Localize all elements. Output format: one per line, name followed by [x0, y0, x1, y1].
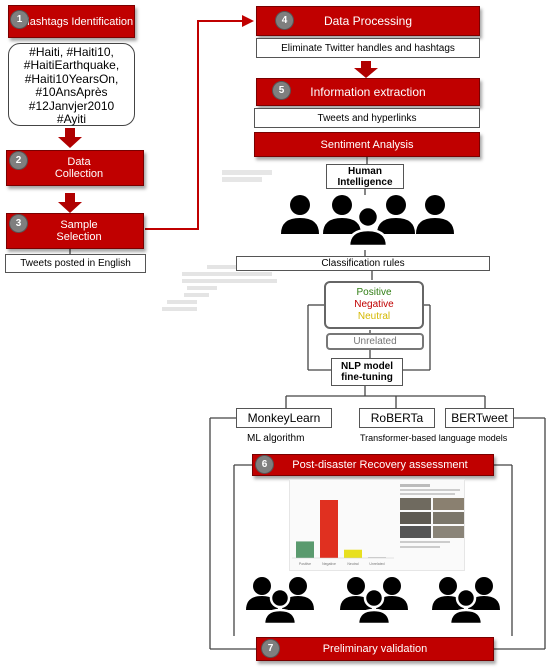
step-data-processing: Data Processing	[256, 6, 480, 36]
faint-ghost-text	[162, 262, 302, 342]
sentiment-negative: Negative	[354, 299, 394, 310]
hashtag-line: #Ayiti	[56, 112, 87, 127]
tweets-english-box: Tweets posted in English	[5, 254, 146, 273]
tweets-hyperlinks-box: Tweets and hyperlinks	[254, 108, 480, 128]
red-connector-line	[145, 15, 254, 230]
classification-rules-box: Classification rules	[236, 256, 490, 271]
sentiment-analysis-banner: Sentiment Analysis	[254, 132, 480, 157]
person-group-icon	[246, 577, 500, 626]
nlp-model-box: NLP model fine-tuning	[331, 358, 403, 386]
sentiment-bar-chart: Positive Negative Neutral Unrelated	[292, 500, 394, 566]
tick-label: Unrelated	[369, 562, 384, 566]
news-panel	[400, 482, 464, 570]
step-label: Information extraction	[310, 85, 426, 99]
hashtag-line: #Haiti, #Haiti10,	[29, 45, 114, 59]
step-number-badge: 7	[262, 640, 279, 657]
tick-label: Positive	[299, 562, 311, 566]
sentiment-neutral: Neutral	[357, 311, 391, 322]
dashboard-thumbnail: Positive Negative Neutral Unrelated	[289, 479, 465, 571]
bar-negative	[320, 500, 338, 558]
unrelated-box: Unrelated	[326, 333, 424, 350]
step-label: Hashtags Identification	[21, 15, 134, 28]
tick-label: Negative	[322, 562, 336, 566]
step-number-badge: 6	[256, 456, 273, 473]
step-sample-selection: Sample Selection	[6, 213, 144, 249]
step-preliminary-validation: Preliminary validation	[256, 637, 494, 661]
faint-ghost-text	[222, 168, 292, 188]
bertweet-box: BERTweet	[445, 408, 514, 428]
step-label: Preliminary validation	[322, 643, 428, 655]
eliminate-handles-box: Eliminate Twitter handles and hashtags	[256, 38, 480, 58]
arrow-down-icon	[58, 61, 378, 213]
hashtag-line: #12Janvjer2010	[28, 98, 115, 113]
human-intelligence-box: Human Intelligence	[326, 164, 404, 189]
ml-algorithm-label: ML algorithm	[247, 433, 305, 444]
bar-neutral	[344, 549, 362, 558]
hashtag-line: #Haiti10YearsOn,	[24, 71, 119, 86]
step-label: Data Collection	[54, 156, 104, 180]
step-number-badge: 2	[10, 152, 27, 169]
step-number-badge: 1	[11, 11, 28, 28]
step-number-badge: 4	[276, 12, 293, 29]
step-information-extraction: Information extraction	[256, 78, 480, 106]
sentiment-categories-box: Positive Negative Neutral	[324, 281, 424, 329]
roberta-box: RoBERTa	[359, 408, 435, 428]
hashtags-list: #Haiti, #Haiti10, #HaitiEarthquake, #Hai…	[8, 43, 135, 126]
step-recovery-assessment: Post-disaster Recovery assessment	[252, 454, 494, 476]
sentiment-positive: Positive	[356, 287, 392, 298]
step-number-badge: 5	[273, 82, 290, 99]
monkeylearn-box: MonkeyLearn	[236, 408, 332, 428]
step-label: Post-disaster Recovery assessment	[292, 459, 468, 471]
step-number-badge: 3	[10, 215, 27, 232]
tick-label: Neutral	[347, 562, 359, 566]
hashtag-line: #HaitiEarthquake,	[23, 58, 120, 73]
bar-positive	[296, 541, 314, 558]
person-group-icon	[281, 195, 454, 248]
hashtag-line: #10AnsAprès	[35, 85, 108, 100]
step-label: Data Processing	[323, 14, 413, 28]
bar-unrelated	[368, 557, 386, 558]
transformer-models-label: Transformer-based language models	[360, 433, 508, 443]
step-data-collection: Data Collection	[6, 150, 144, 186]
step-hashtags-identification: Hashtags Identification	[8, 5, 135, 38]
step-label: Sample Selection	[56, 219, 102, 243]
